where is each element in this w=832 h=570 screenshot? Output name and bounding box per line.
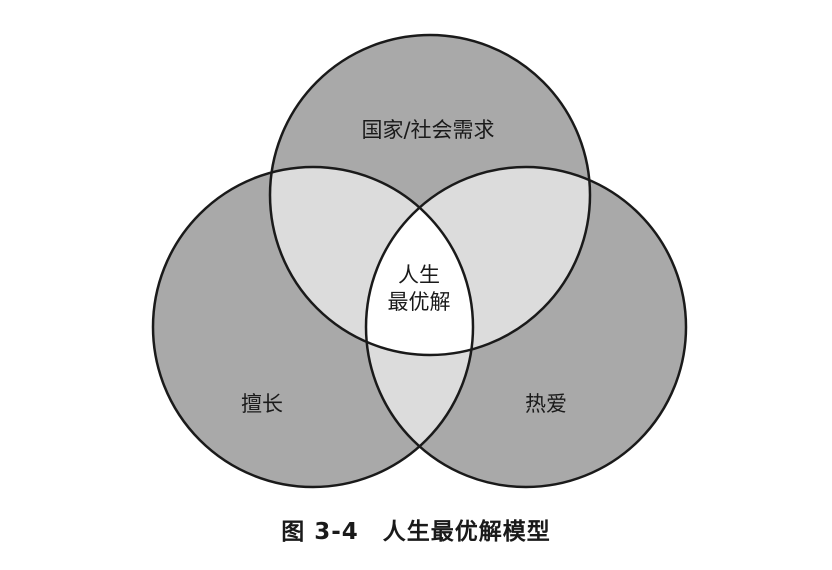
circle-left-outline	[151, 165, 475, 489]
label-right: 热爱	[525, 392, 567, 416]
figure-caption: 图 3-4 人生最优解模型	[281, 519, 551, 545]
label-left: 擅长	[241, 392, 283, 416]
overlap-center	[366, 167, 473, 355]
label-center-line2: 最优解	[388, 290, 451, 314]
circle-top-outline	[268, 33, 592, 357]
circle-right-outline	[364, 165, 688, 489]
label-top: 国家/社会需求	[361, 118, 494, 142]
label-center-line1: 人生	[398, 263, 440, 287]
